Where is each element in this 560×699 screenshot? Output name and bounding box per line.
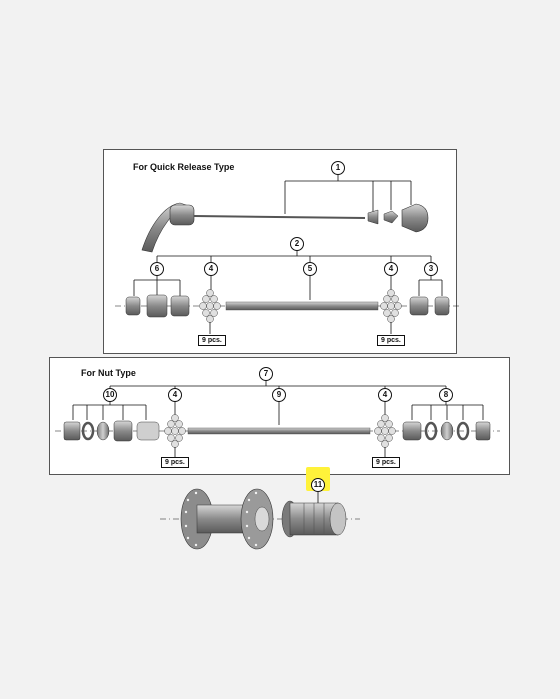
qty-label-qr-left: 9 pcs. (198, 335, 226, 346)
callout-8: 8 (439, 388, 453, 402)
callout-2: 2 (290, 237, 304, 251)
nut-axle-row (55, 414, 500, 457)
leader-lines-2 (133, 250, 443, 300)
nut-type-panel (49, 357, 510, 475)
quick-release-axle-row (115, 289, 460, 334)
callout-5: 5 (303, 262, 317, 276)
callout-4-nut-left: 4 (168, 388, 182, 402)
leader-lines-7 (72, 380, 484, 425)
callout-1: 1 (331, 161, 345, 175)
leader-lines-1 (284, 174, 412, 214)
callout-3: 3 (424, 262, 438, 276)
quick-release-title: For Quick Release Type (133, 162, 235, 172)
callout-6: 6 (150, 262, 164, 276)
qty-label-nut-left: 9 pcs. (161, 457, 189, 468)
freehub-body (281, 492, 347, 538)
callout-10: 10 (103, 388, 117, 402)
qty-label-nut-right: 9 pcs. (372, 457, 400, 468)
callout-7: 7 (259, 367, 273, 381)
callout-11: 11 (311, 478, 325, 492)
quick-release-skewer (141, 202, 429, 253)
callout-9: 9 (272, 388, 286, 402)
callout-4-nut-right: 4 (378, 388, 392, 402)
callout-4-qr-left: 4 (204, 262, 218, 276)
nut-type-title: For Nut Type (81, 368, 136, 378)
qty-label-qr-right: 9 pcs. (377, 335, 405, 346)
hub-body (160, 488, 360, 550)
quick-release-panel (103, 149, 457, 354)
callout-4-qr-right: 4 (384, 262, 398, 276)
